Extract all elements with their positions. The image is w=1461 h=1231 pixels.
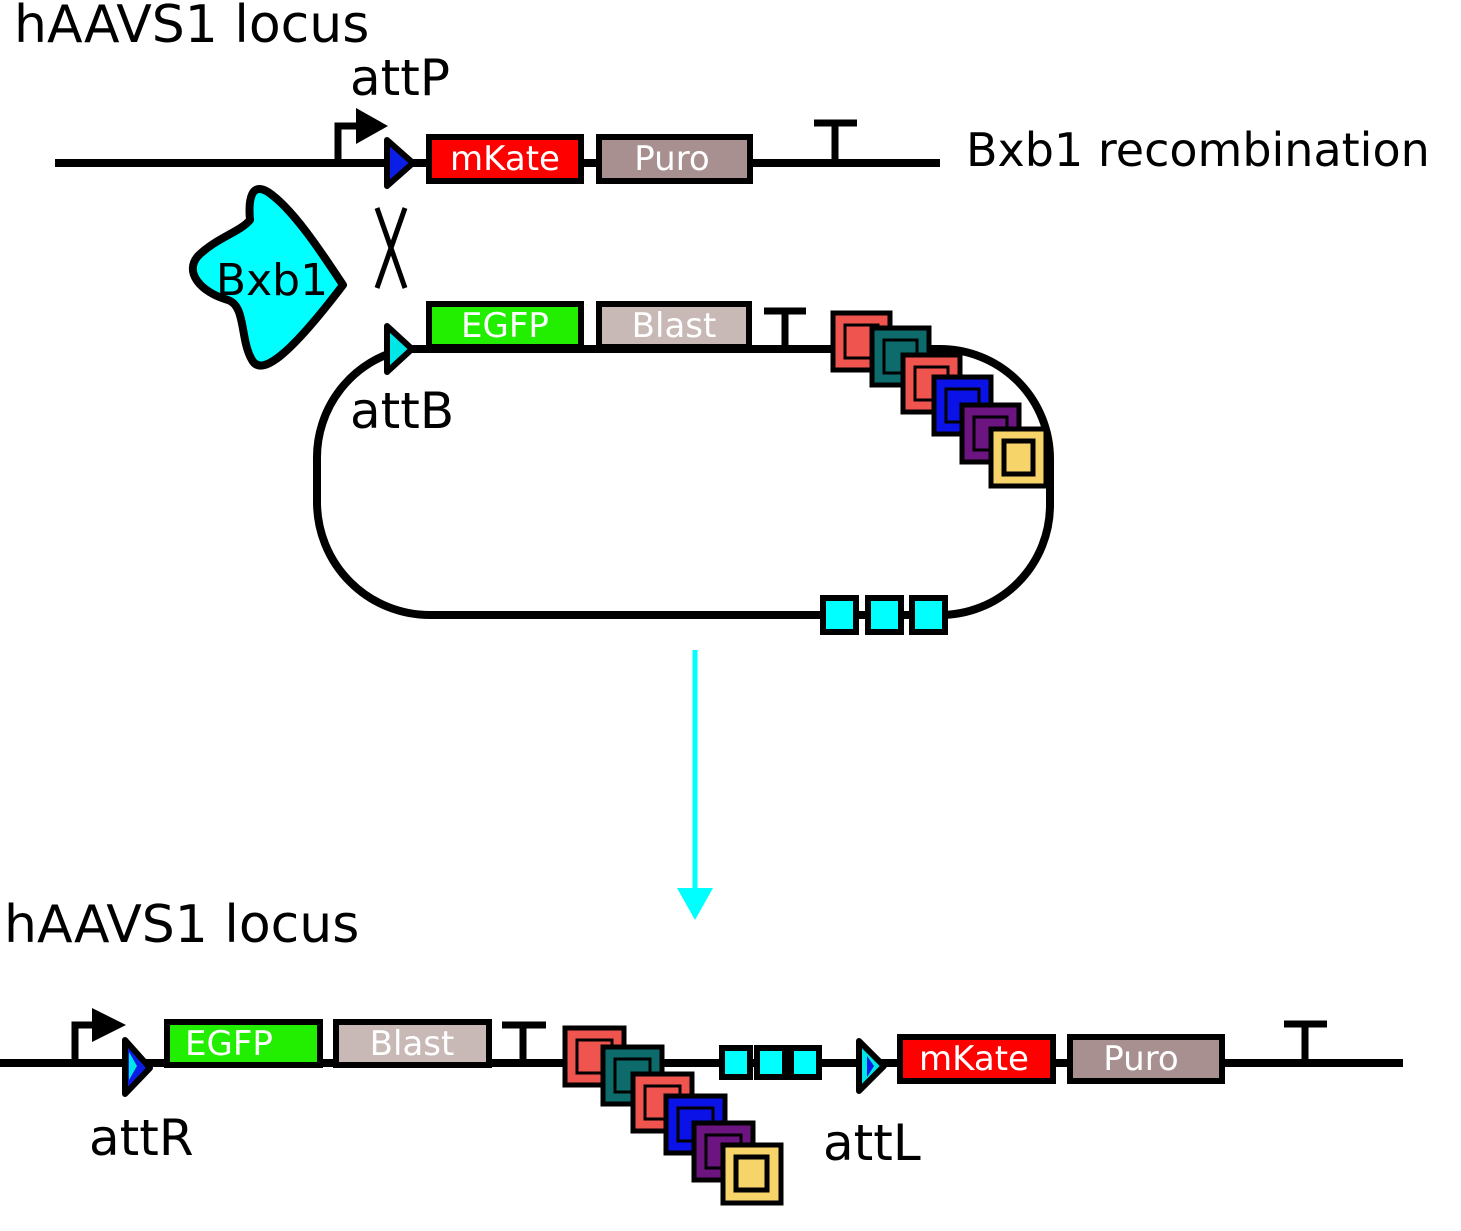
attb-triangle xyxy=(384,323,415,375)
plasmid-blast-box xyxy=(596,301,752,350)
attp-triangle xyxy=(384,137,416,189)
top-locus: hAAVS1 locus attP Bxb1 recombination mKa… xyxy=(14,0,1430,189)
attl-triangle xyxy=(856,1038,887,1094)
top-promoter-arrow xyxy=(334,108,388,163)
top-mkate-box xyxy=(426,134,584,184)
bxb1-enzyme: Bxb1 xyxy=(188,185,347,370)
bottom-puro-label: Puro xyxy=(1103,1039,1179,1079)
bottom-promoter-arrow xyxy=(71,1008,126,1063)
bottom-locus-label: hAAVS1 locus xyxy=(4,895,359,955)
bottom-terminator-1 xyxy=(502,1021,546,1063)
plasmid-egfp-box xyxy=(426,301,584,350)
top-puro-box xyxy=(596,134,753,184)
plasmid-egfp-label: EGFP xyxy=(461,306,549,346)
plasmid-module-6 xyxy=(988,426,1049,489)
bottom-small-boxes xyxy=(719,1045,822,1080)
crossover-icon xyxy=(374,207,408,289)
reaction-arrow xyxy=(677,650,713,920)
top-locus-label: hAAVS1 locus xyxy=(14,0,369,55)
plasmid-blast-label: Blast xyxy=(632,306,717,346)
plasmid-terminator xyxy=(764,307,806,349)
plasmid-small-boxes xyxy=(820,595,948,635)
bottom-module-6 xyxy=(720,1142,784,1206)
bottom-puro-box xyxy=(1067,1034,1225,1084)
top-mkate-label: mKate xyxy=(450,139,560,179)
bottom-egfp-label: EGFP xyxy=(185,1024,273,1064)
attl-label: attL xyxy=(823,1114,921,1172)
donor-plasmid: attB EGFP Blast xyxy=(312,301,1054,635)
bottom-egfp-box xyxy=(164,1019,323,1068)
attr-label: attR xyxy=(89,1109,194,1167)
bottom-blast-box xyxy=(333,1019,492,1068)
attb-label: attB xyxy=(350,382,454,440)
bottom-locus: hAAVS1 locus attR EGFP Blast xyxy=(0,895,1403,1206)
bottom-terminator-2 xyxy=(1284,1020,1327,1063)
bottom-blast-label: Blast xyxy=(370,1024,455,1064)
plasmid-module-stack xyxy=(830,310,1049,489)
bxb1-label: Bxb1 xyxy=(216,255,328,306)
top-puro-label: Puro xyxy=(634,139,710,179)
bottom-mkate-box xyxy=(897,1034,1056,1084)
attp-label: attP xyxy=(350,49,450,107)
attr-triangle xyxy=(122,1037,153,1097)
bottom-mkate-label: mKate xyxy=(919,1039,1029,1079)
process-label: Bxb1 recombination xyxy=(966,123,1430,177)
top-terminator xyxy=(814,119,857,163)
bottom-module-stack xyxy=(562,1025,784,1206)
